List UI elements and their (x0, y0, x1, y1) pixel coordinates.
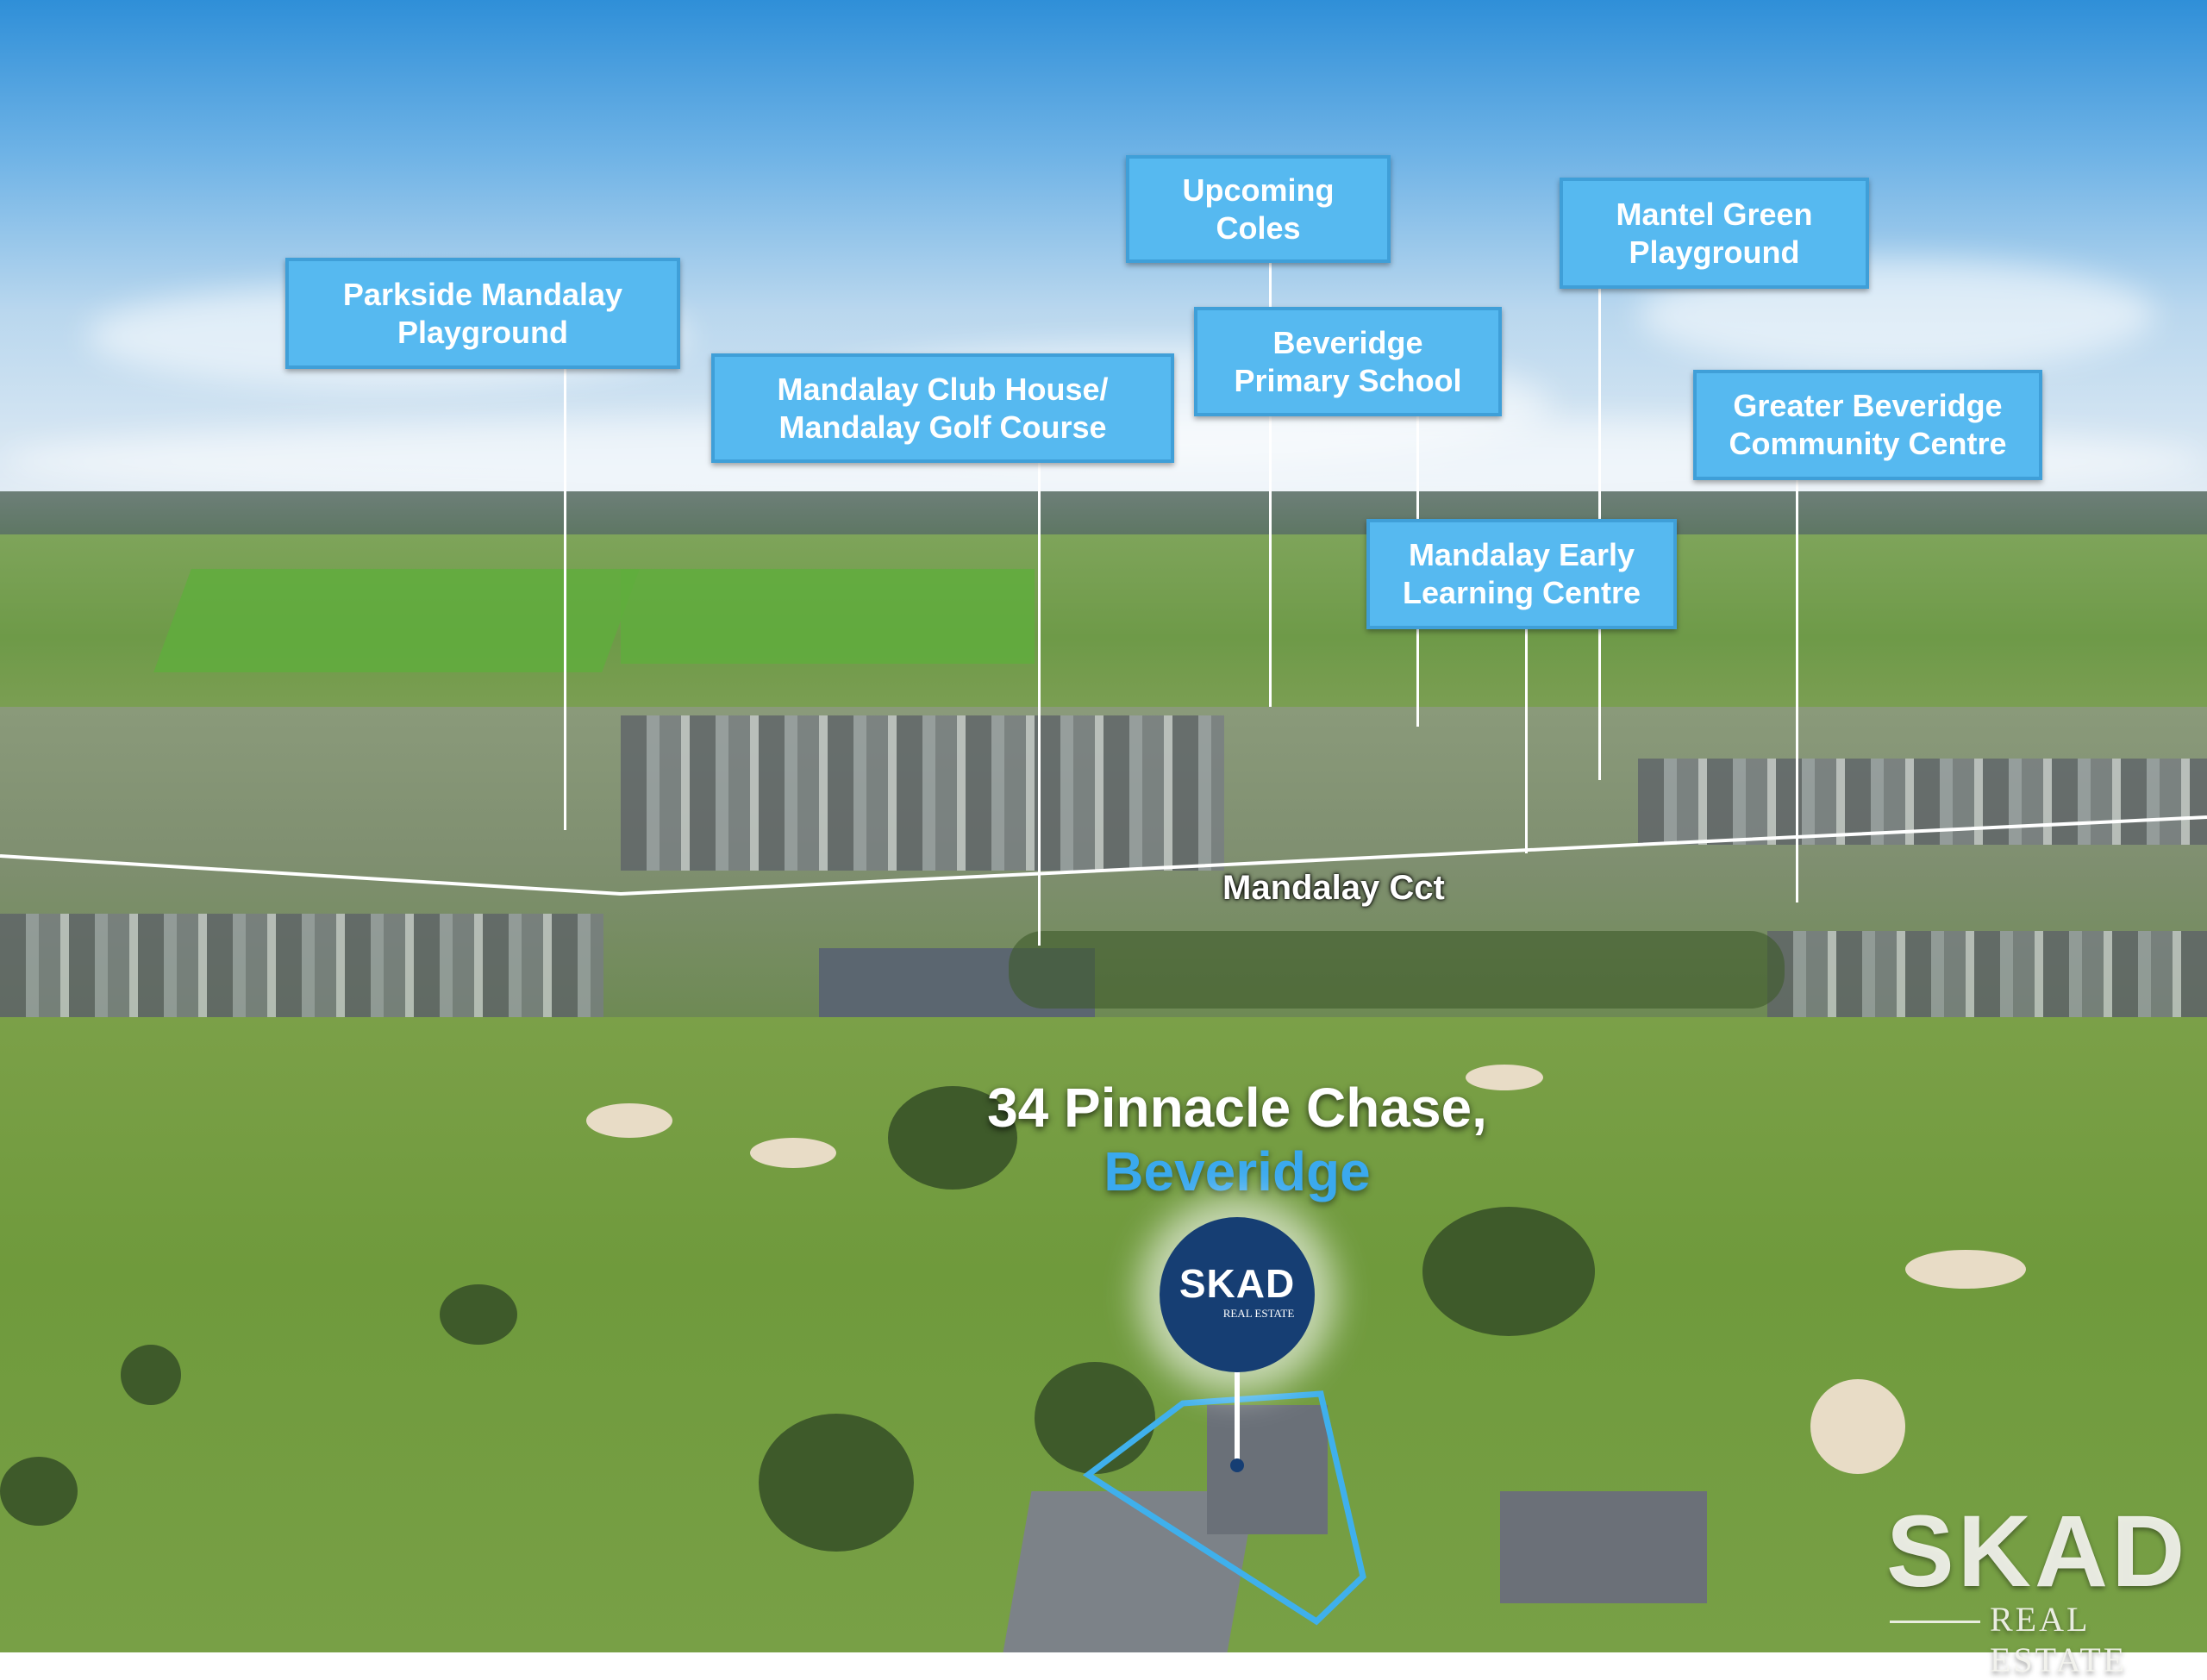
label-line: Learning Centre (1402, 575, 1641, 610)
property-house (1207, 1405, 1328, 1534)
label-mandalay-club-house: Mandalay Club House/ Mandalay Golf Cours… (711, 353, 1174, 463)
label-line: Playground (397, 314, 569, 350)
watermark-name: SKAD (1886, 1495, 2189, 1608)
label-mandalay-early-learning-centre: Mandalay Early Learning Centre (1366, 519, 1677, 629)
label-line: Playground (1629, 234, 1800, 270)
label-line: Mandalay Early (1408, 537, 1635, 572)
label-greater-beveridge-community-centre: Greater Beveridge Community Centre (1693, 370, 2042, 480)
houses (621, 715, 1224, 871)
skad-watermark: SKAD REAL ESTATE (1886, 1495, 2207, 1680)
pointer-line (1796, 480, 1798, 902)
tree (1035, 1362, 1155, 1474)
label-beveridge-primary-school: Beveridge Primary School (1194, 307, 1502, 416)
watermark-tagline: REAL ESTATE (1990, 1600, 2128, 1679)
tree (440, 1284, 517, 1345)
road-label-mandalay-cct: Mandalay Cct (1222, 869, 1445, 907)
label-line: Greater Beveridge (1733, 388, 2003, 423)
tree (121, 1345, 181, 1405)
sand-bunker (1466, 1065, 1543, 1090)
pointer-line (1038, 463, 1041, 946)
pointer-line (564, 369, 566, 830)
watermark-rule (1890, 1621, 1980, 1623)
label-line: Mandalay Golf Course (778, 409, 1107, 445)
property-boundary-outline (1082, 1390, 1366, 1626)
address-line-1: 34 Pinnacle Chase, (987, 1077, 1487, 1139)
sand-bunker (750, 1138, 836, 1168)
label-line: Beveridge (1272, 324, 1423, 360)
label-line: Primary School (1234, 362, 1462, 398)
label-line: Mantel Green (1616, 196, 1813, 232)
tree (888, 1086, 1017, 1190)
tree (1422, 1207, 1595, 1336)
skad-logo-badge: SKAD REAL ESTATE (1160, 1217, 1315, 1372)
label-line: Parkside Mandalay (342, 276, 623, 312)
label-line: Upcoming (1182, 172, 1335, 208)
sand-bunker (1810, 1379, 1905, 1474)
label-mantel-green-playground: Mantel Green Playground (1560, 178, 1869, 289)
label-line: Coles (1216, 209, 1301, 246)
logo-name: SKAD (1179, 1261, 1296, 1306)
green-field (621, 569, 1035, 664)
label-line: Mandalay Club House/ (777, 371, 1109, 407)
pointer-line (1269, 263, 1272, 707)
tree-line (1009, 931, 1785, 1009)
tree (759, 1414, 914, 1552)
label-upcoming-coles: Upcoming Coles (1126, 155, 1391, 263)
sand-bunker (586, 1103, 672, 1138)
sand-bunker (1905, 1250, 2026, 1289)
mandalay-cct-road-line (0, 815, 2207, 896)
logo-pin-dot (1230, 1458, 1244, 1472)
tree (0, 1457, 78, 1526)
label-parkside-mandalay-playground: Parkside Mandalay Playground (285, 258, 680, 369)
label-line: Community Centre (1729, 426, 2007, 461)
logo-tagline: REAL ESTATE (1222, 1307, 1295, 1320)
address-suburb: Beveridge (1104, 1140, 1371, 1202)
neighbour-house (1500, 1491, 1707, 1603)
pointer-line (1525, 629, 1528, 853)
